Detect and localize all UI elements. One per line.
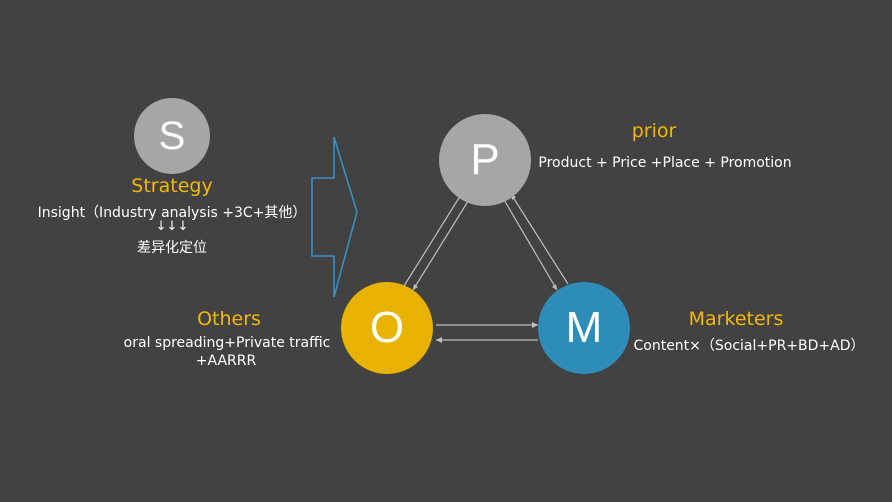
node-m-line-1: Content×（Social+PR+BD+AD） [633, 338, 865, 354]
arrowhead-o-from-p [413, 284, 418, 290]
node-p-circle: P [439, 114, 531, 206]
node-p-title: prior [631, 120, 677, 142]
connector-p-to-o [412, 197, 471, 291]
node-o-line-1: oral spreading+Private traffic [123, 335, 331, 351]
node-o-circle: O [341, 282, 433, 374]
node-s-letter: S [158, 113, 186, 158]
arrowhead-m-from-o [532, 322, 538, 328]
node-o-title: Others [197, 308, 261, 330]
node-o-letter: O [369, 303, 405, 352]
node-m-title: Marketers [688, 308, 784, 330]
node-m-letter: M [565, 303, 603, 352]
node-m-circle: M [538, 282, 630, 374]
node-s-line-1: Insight（Industry analysis +3C+其他） [37, 205, 307, 221]
node-p-line-1: Product + Price +Place + Promotion [538, 155, 792, 171]
node-s-title: Strategy [131, 175, 213, 197]
node-s-circle: S [134, 98, 210, 174]
connector-o-to-p [403, 192, 463, 287]
node-s-line-3: 差异化定位 [137, 240, 207, 256]
node-p-letter: P [470, 135, 500, 184]
node-s-line-2: ↓↓↓ [155, 219, 189, 234]
node-o-line-2: +AARRR [195, 353, 257, 369]
arrowhead-o-from-m [436, 337, 442, 343]
arrowhead-m-from-p [552, 284, 557, 290]
block-arrow [311, 136, 358, 298]
connector-m-to-p [510, 193, 569, 285]
connector-p-to-m [502, 197, 558, 291]
